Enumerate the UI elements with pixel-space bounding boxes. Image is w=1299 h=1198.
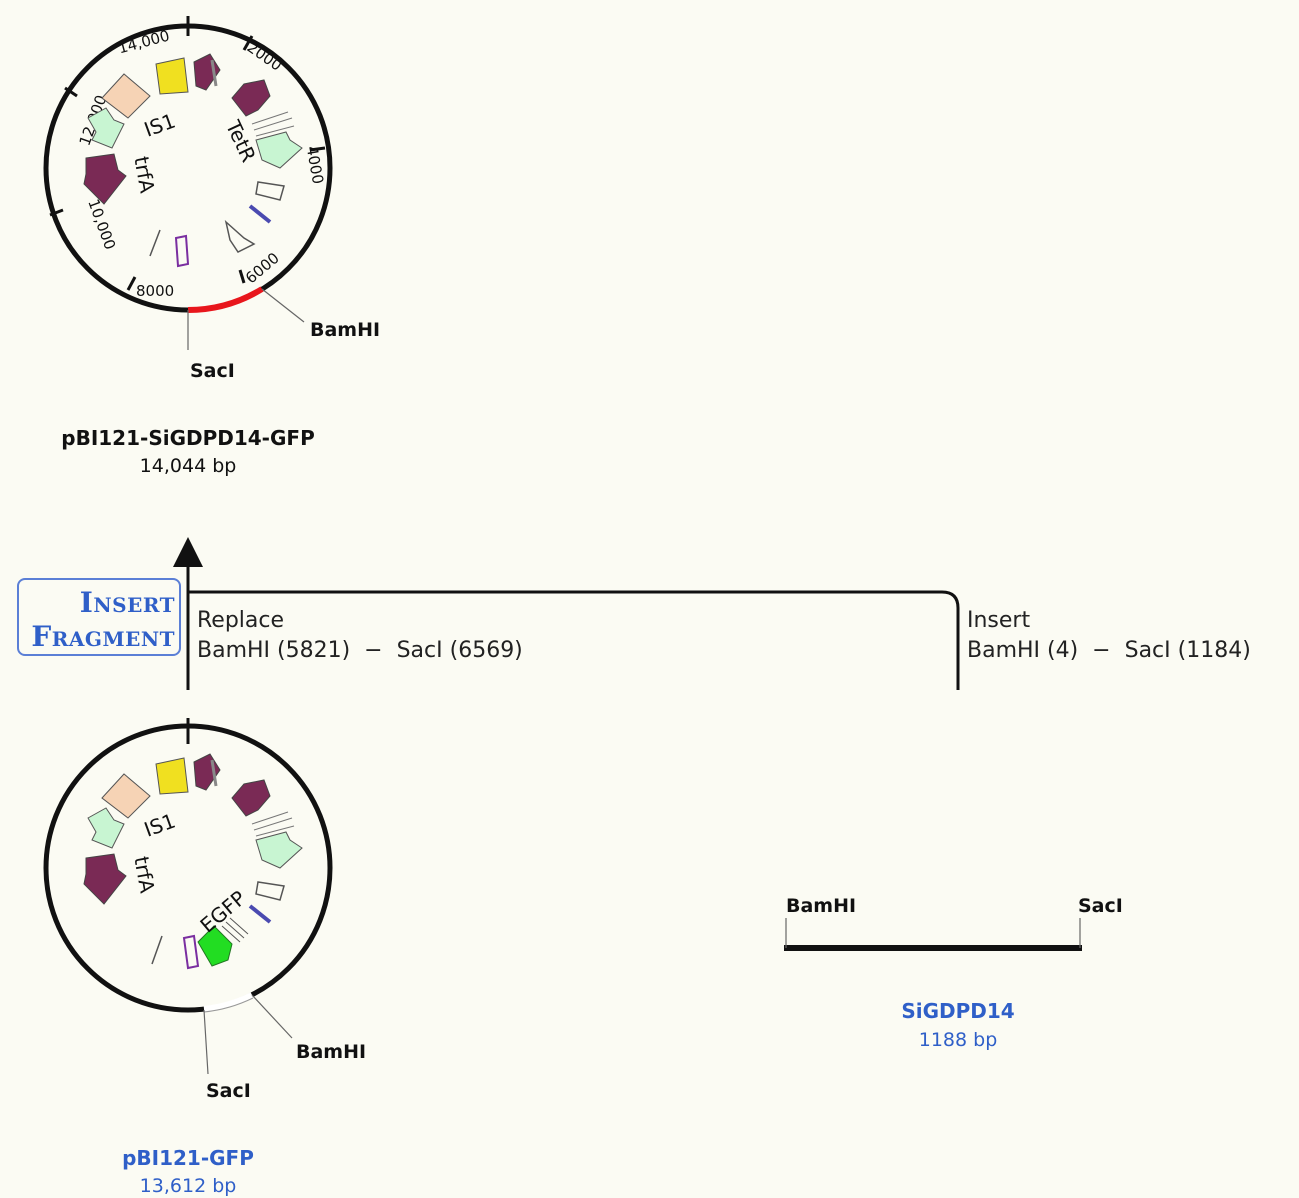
bottom-plasmid-map: IS1 trfA EGFP BamHI SacI pBI121-GFP 13,6… [43,718,366,1197]
bottom-feature-mint-left [87,807,125,849]
top-plasmid-tick-marks [49,16,326,291]
top-feature-thin-line [149,229,161,257]
top-feature-yellow [155,57,189,95]
top-feature-peach [101,73,151,119]
bottom-saci-leader [203,1009,209,1075]
replace-range: BamHI (5821) − SacI (6569) [197,638,523,663]
bottom-feature-blue-bar [248,904,272,924]
bridge-line [188,590,960,690]
top-feature-trfA-arrow [83,153,127,205]
bottom-feature-purple-box [182,934,200,970]
bottom-label-trfA: trfA [129,854,159,895]
bottom-feature-egfp-hatch [221,917,249,943]
bottom-feature-yellow [155,757,189,795]
fragment-site-saci: SacI [1078,895,1123,917]
bottom-bamhi-leader [251,994,293,1039]
bottom-feature-trfA-arrow [83,853,127,905]
bottom-label-IS1: IS1 [141,808,179,841]
fragment-name: SiGDPD14 [901,999,1014,1023]
bottom-plasmid-gap-arc [203,992,254,1012]
top-feature-purple-box [174,234,190,268]
top-bamhi-leader [261,288,305,323]
linear-fragment: BamHI SacI SiGDPD14 1188 bp [784,895,1123,1051]
bottom-feature-peach [101,773,151,819]
bottom-site-bamhi: BamHI [296,1041,366,1063]
operation-connector: Replace BamHI (5821) − SacI (6569) Inser… [173,537,1251,690]
top-label-trfA: trfA [129,154,159,195]
top-site-bamhi: BamHI [310,319,380,341]
top-tick-10000: 10,000 [84,197,119,252]
bottom-feature-hatch [251,811,295,837]
top-feature-open-box-1 [255,181,285,201]
bottom-feature-open-box-1 [255,881,285,901]
top-tick-8000: 8000 [136,282,174,300]
top-feature-open-arrow [224,219,256,253]
top-feature-maroon-arrow-right [231,79,271,117]
bottom-plasmid-gap-outline [203,997,254,1013]
badge-line-insert: Insert [79,586,175,619]
top-feature-gray-line [210,59,218,87]
insert-range: BamHI (4) − SacI (1184) [967,638,1251,663]
top-label-IS1: IS1 [141,108,179,141]
top-feature-mint-left [87,107,125,149]
fragment-size: 1188 bp [919,1029,998,1051]
top-tick-2000: 2000 [244,38,286,75]
bottom-plasmid-name: pBI121-GFP [122,1146,254,1170]
bottom-feature-mint-right [255,831,303,869]
top-plasmid-insert-arc [187,286,264,313]
top-site-saci: SacI [190,360,235,382]
insert-fragment-badge: Insert Fragment [17,578,181,656]
top-plasmid-name: pBI121-SiGDPD14-GFP [61,426,314,450]
top-plasmid-size: 14,044 bp [140,455,237,477]
bottom-label-EGFP: EGFP [195,886,250,938]
top-tick-4000: 4000 [303,145,327,186]
top-plasmid-map: 14,000 2000 4000 6000 8000 10,000 12,000… [43,16,380,477]
bottom-feature-egfp-arrow [197,925,233,967]
top-feature-blue-bar [248,204,272,224]
replace-label: Replace [197,608,284,633]
bottom-feature-thin-line [151,935,163,965]
bottom-feature-gray-line [210,759,218,787]
bottom-site-saci: SacI [206,1080,251,1102]
top-feature-mint-right [255,131,303,169]
bottom-plasmid-size: 13,612 bp [140,1175,237,1197]
fragment-site-bamhi: BamHI [786,895,856,917]
badge-line-fragment: Fragment [31,620,175,653]
top-feature-hatch [251,111,295,137]
bottom-feature-maroon-arrow-right [231,779,271,817]
insert-label: Insert [967,608,1030,633]
